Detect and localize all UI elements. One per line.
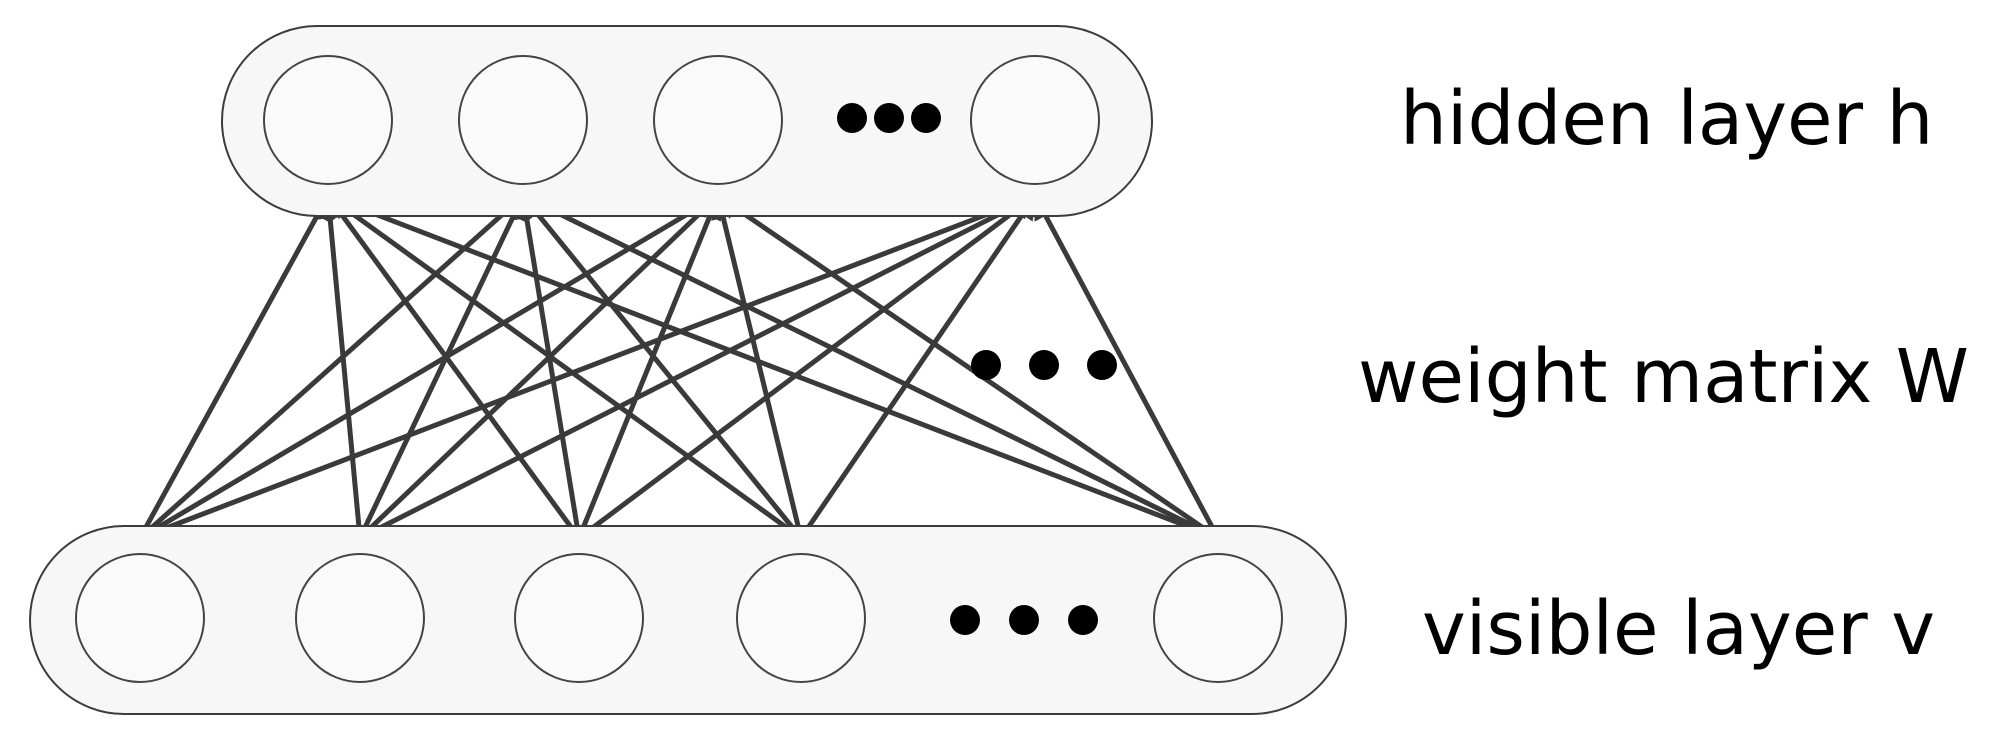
visible-layer-box bbox=[29, 525, 1347, 715]
visible-unit-4 bbox=[736, 553, 866, 683]
hidden-unit-4 bbox=[970, 55, 1100, 185]
weight-edge-h1-v1 bbox=[129, 193, 331, 558]
weight-connections bbox=[118, 192, 1240, 561]
hidden-layer-label: hidden layer h bbox=[1400, 76, 1934, 162]
visible-unit-3 bbox=[514, 553, 644, 683]
weight-edge-h4-v4 bbox=[788, 193, 1038, 557]
hidden-units bbox=[263, 55, 1100, 185]
visible-unit-5 bbox=[1153, 553, 1283, 683]
weight-ellipsis bbox=[971, 350, 1117, 380]
hidden-unit-2 bbox=[458, 55, 588, 185]
visible-units bbox=[75, 553, 1283, 683]
weight-edge-h4-v1 bbox=[118, 192, 1038, 549]
visible-layer-label: visible layer v bbox=[1422, 586, 1936, 672]
weight-edge-h4-v5 bbox=[1032, 193, 1229, 558]
hidden-ellipsis bbox=[837, 103, 941, 133]
weight-edge-h2-v3 bbox=[514, 193, 591, 561]
visible-ellipsis bbox=[950, 605, 1098, 635]
weight-matrix-label: weight matrix W bbox=[1358, 334, 1969, 420]
visible-unit-2 bbox=[295, 553, 425, 683]
weight-edge-h2-v2 bbox=[349, 193, 526, 559]
hidden-unit-1 bbox=[263, 55, 393, 185]
visible-unit-1 bbox=[75, 553, 205, 683]
weight-edge-h3-v1 bbox=[120, 193, 721, 550]
hidden-unit-3 bbox=[653, 55, 783, 185]
